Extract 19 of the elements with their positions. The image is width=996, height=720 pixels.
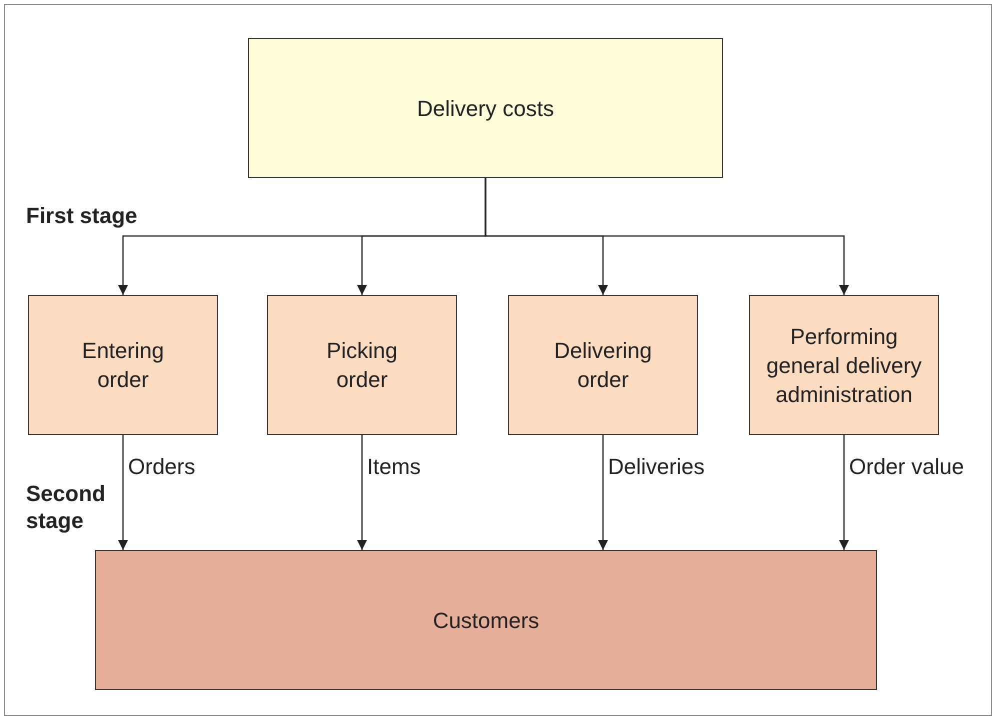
- customer-box: [95, 550, 877, 690]
- process-box: [508, 295, 698, 435]
- node-label: Performing general delivery administration: [765, 322, 923, 408]
- arrow: [598, 435, 608, 550]
- arrow: [839, 435, 849, 550]
- arrow: [357, 435, 367, 550]
- node-label: Customers: [432, 606, 540, 634]
- stage-label: First stage: [26, 202, 138, 229]
- node-label: Delivering order: [553, 337, 653, 394]
- process-box: [248, 38, 723, 178]
- node-label: Entering order: [81, 337, 165, 394]
- process-box: [267, 295, 457, 435]
- arrow: [484, 178, 849, 295]
- process-box: [749, 295, 939, 435]
- node-label: Delivery costs: [417, 94, 554, 122]
- arrow: [118, 435, 128, 550]
- stage-label: Second stage: [26, 480, 106, 534]
- node-label: Picking order: [326, 337, 398, 394]
- process-box: [28, 295, 218, 435]
